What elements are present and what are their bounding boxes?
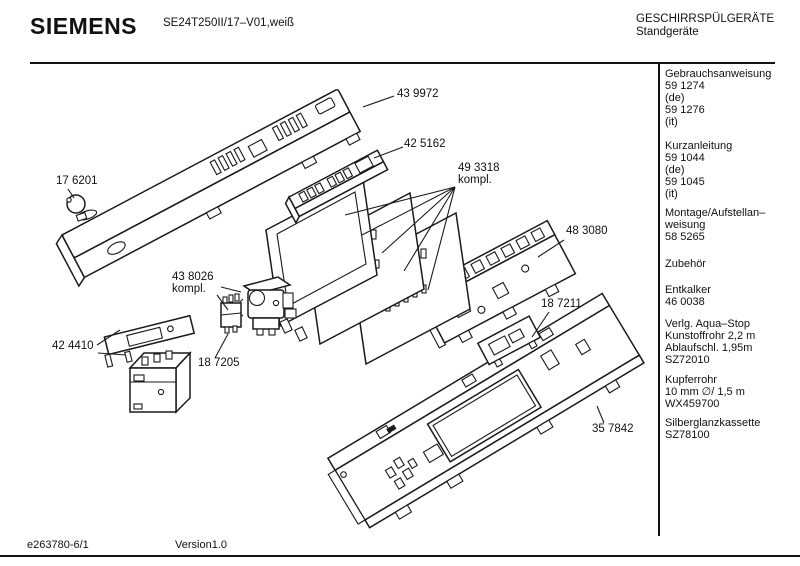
part-label-line: 49 3318 [458, 162, 500, 174]
list-line: weisung [665, 219, 706, 231]
part-label-187205: 18 7205 [198, 357, 240, 369]
list-line: Silberglanzkassette [665, 417, 761, 429]
document-title: GESCHIRRSPÜLGERÄTE Standgeräte [636, 13, 774, 39]
list-line: Ablaufschl. 1,95m [665, 342, 753, 354]
part-label-483080: 48 3080 [566, 225, 608, 237]
list-line: Montage/Aufstellan– [665, 207, 766, 219]
list-line: 10 mm ∅/ 1,5 m [665, 386, 745, 398]
siemens-logo: SIEMENS [30, 13, 138, 39]
list-item: Zubehör [665, 258, 795, 270]
list-item: Montage/Aufstellan– weisung 58 5265 [665, 207, 795, 243]
list-item: Kurzanleitung 59 1044 (de) 59 1045 (it) [665, 140, 795, 200]
list-line: (it) [665, 116, 678, 128]
list-line: 46 0038 [665, 296, 705, 308]
list-line: 59 1045 [665, 176, 705, 188]
list-line: Entkalker [665, 284, 711, 296]
footer-rule [0, 555, 800, 557]
list-item: Kupferrohr 10 mm ∅/ 1,5 m WX459700 [665, 374, 795, 410]
list-item: Gebrauchsanweisung 59 1274 (de) 59 1276 … [665, 68, 795, 128]
leader-lines [67, 95, 605, 424]
document-title-line1: GESCHIRRSPÜLGERÄTE [636, 13, 775, 25]
list-item: Silberglanzkassette SZ78100 [665, 417, 795, 441]
list-line: Zubehör [665, 258, 706, 270]
list-line: 59 1276 [665, 104, 705, 116]
part-relay-187205 [220, 293, 242, 334]
part-label-line: kompl. [458, 174, 492, 186]
list-line: 59 1274 [665, 80, 705, 92]
footer-version: Version1.0 [175, 539, 227, 551]
footer-doc-id: e263780-6/1 [27, 539, 89, 551]
part-label-357842: 35 7842 [592, 423, 634, 435]
part-pcb-stack-493318 [265, 177, 471, 366]
part-label-438026: 43 8026 kompl. [172, 271, 214, 295]
header-rule [30, 62, 775, 64]
list-line: (de) [665, 164, 685, 176]
list-item: Entkalker 46 0038 [665, 284, 795, 308]
part-backpanel-357842 [326, 292, 645, 529]
list-line: (de) [665, 92, 685, 104]
part-label-187211: 18 7211 [541, 298, 582, 310]
model-number: SE24T250II/17–V01,weiß [163, 17, 295, 29]
part-board-187211 [476, 315, 542, 368]
part-fascia-439972 [55, 88, 362, 288]
sidebar-divider [658, 63, 660, 536]
part-knob-176201 [66, 194, 98, 222]
list-line: Gebrauchsanweisung [665, 68, 772, 80]
list-line: 58 5265 [665, 231, 705, 243]
list-line: WX459700 [665, 398, 720, 410]
part-label-line: kompl. [172, 283, 206, 295]
list-line: 59 1044 [665, 152, 705, 164]
list-line: SZ72010 [665, 354, 710, 366]
list-line: Kurzanleitung [665, 140, 733, 152]
list-line: SZ78100 [665, 429, 710, 441]
list-line: Kupferrohr [665, 374, 717, 386]
list-item: Verlg. Aqua–Stop Kunstoffrohr 2,2 m Abla… [665, 318, 795, 366]
part-buttonstrip-425162 [284, 149, 389, 225]
part-label-176201: 17 6201 [56, 175, 98, 187]
part-label-439972: 43 9972 [397, 88, 439, 100]
part-label-line: 43 8026 [172, 271, 214, 283]
list-line: Verlg. Aqua–Stop [665, 318, 751, 330]
part-label-493318: 49 3318 kompl. [458, 162, 500, 186]
part-switch-424410 [103, 314, 196, 414]
document-title-line2: Standgeräte [636, 26, 699, 38]
part-label-425162: 42 5162 [404, 138, 446, 150]
list-line: (it) [665, 188, 678, 200]
part-label-424410: 42 4410 [52, 340, 94, 352]
list-line: Kunstoffrohr 2,2 m [665, 330, 756, 342]
